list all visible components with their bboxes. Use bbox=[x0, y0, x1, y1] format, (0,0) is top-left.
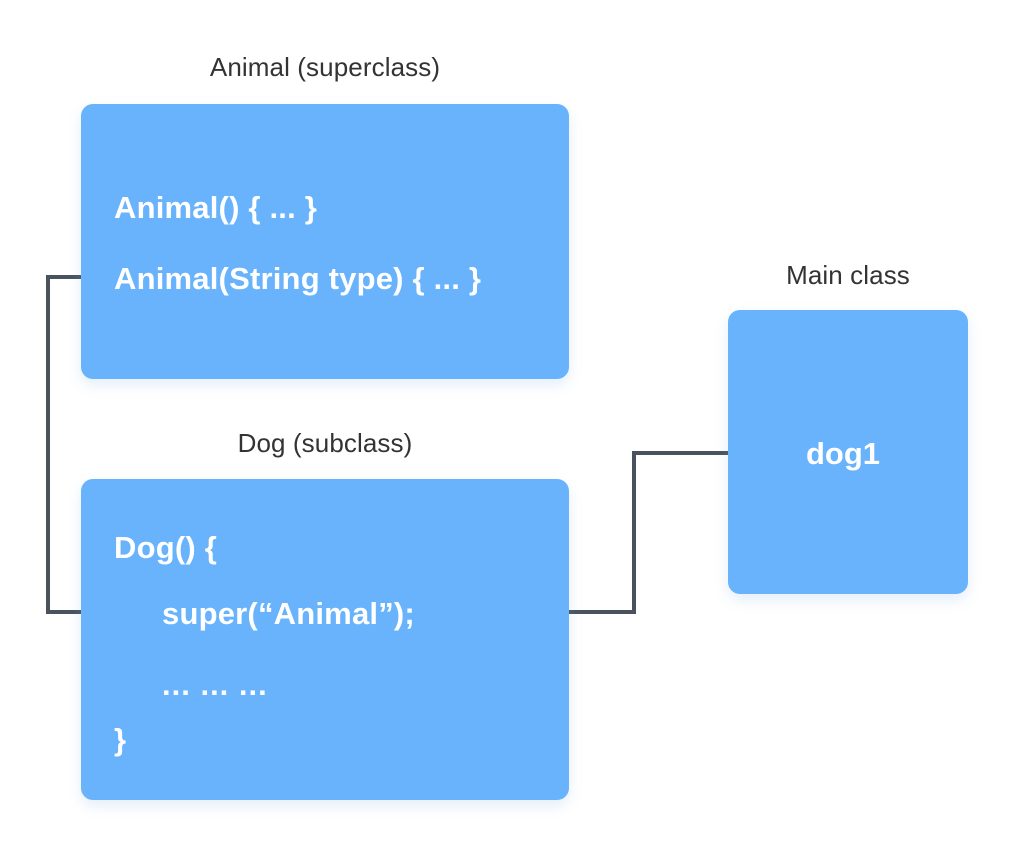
subclass-code-line-1: super(“Animal”); bbox=[162, 596, 415, 631]
superclass-title: Animal (superclass) bbox=[209, 52, 441, 82]
subclass-title: Dog (subclass) bbox=[237, 428, 413, 458]
main-class-title: Main class bbox=[786, 260, 910, 290]
superclass-box[interactable]: Animal() { ... } Animal(String type) { .… bbox=[81, 104, 569, 379]
object-label-dog1: dog1 bbox=[806, 436, 881, 471]
superclass-code-line-1: Animal(String type) { ... } bbox=[114, 261, 482, 296]
subclass-code-line-0: Dog() { bbox=[114, 530, 217, 565]
main-class-box[interactable]: dog1 bbox=[728, 310, 968, 594]
superclass-code-line-0: Animal() { ... } bbox=[114, 190, 318, 225]
subclass-code-line-2: ... ... ... bbox=[162, 667, 268, 702]
subclass-code-line-3: } bbox=[114, 722, 127, 757]
subclass-box[interactable]: Dog() { super(“Animal”); ... ... ... } bbox=[81, 479, 569, 800]
